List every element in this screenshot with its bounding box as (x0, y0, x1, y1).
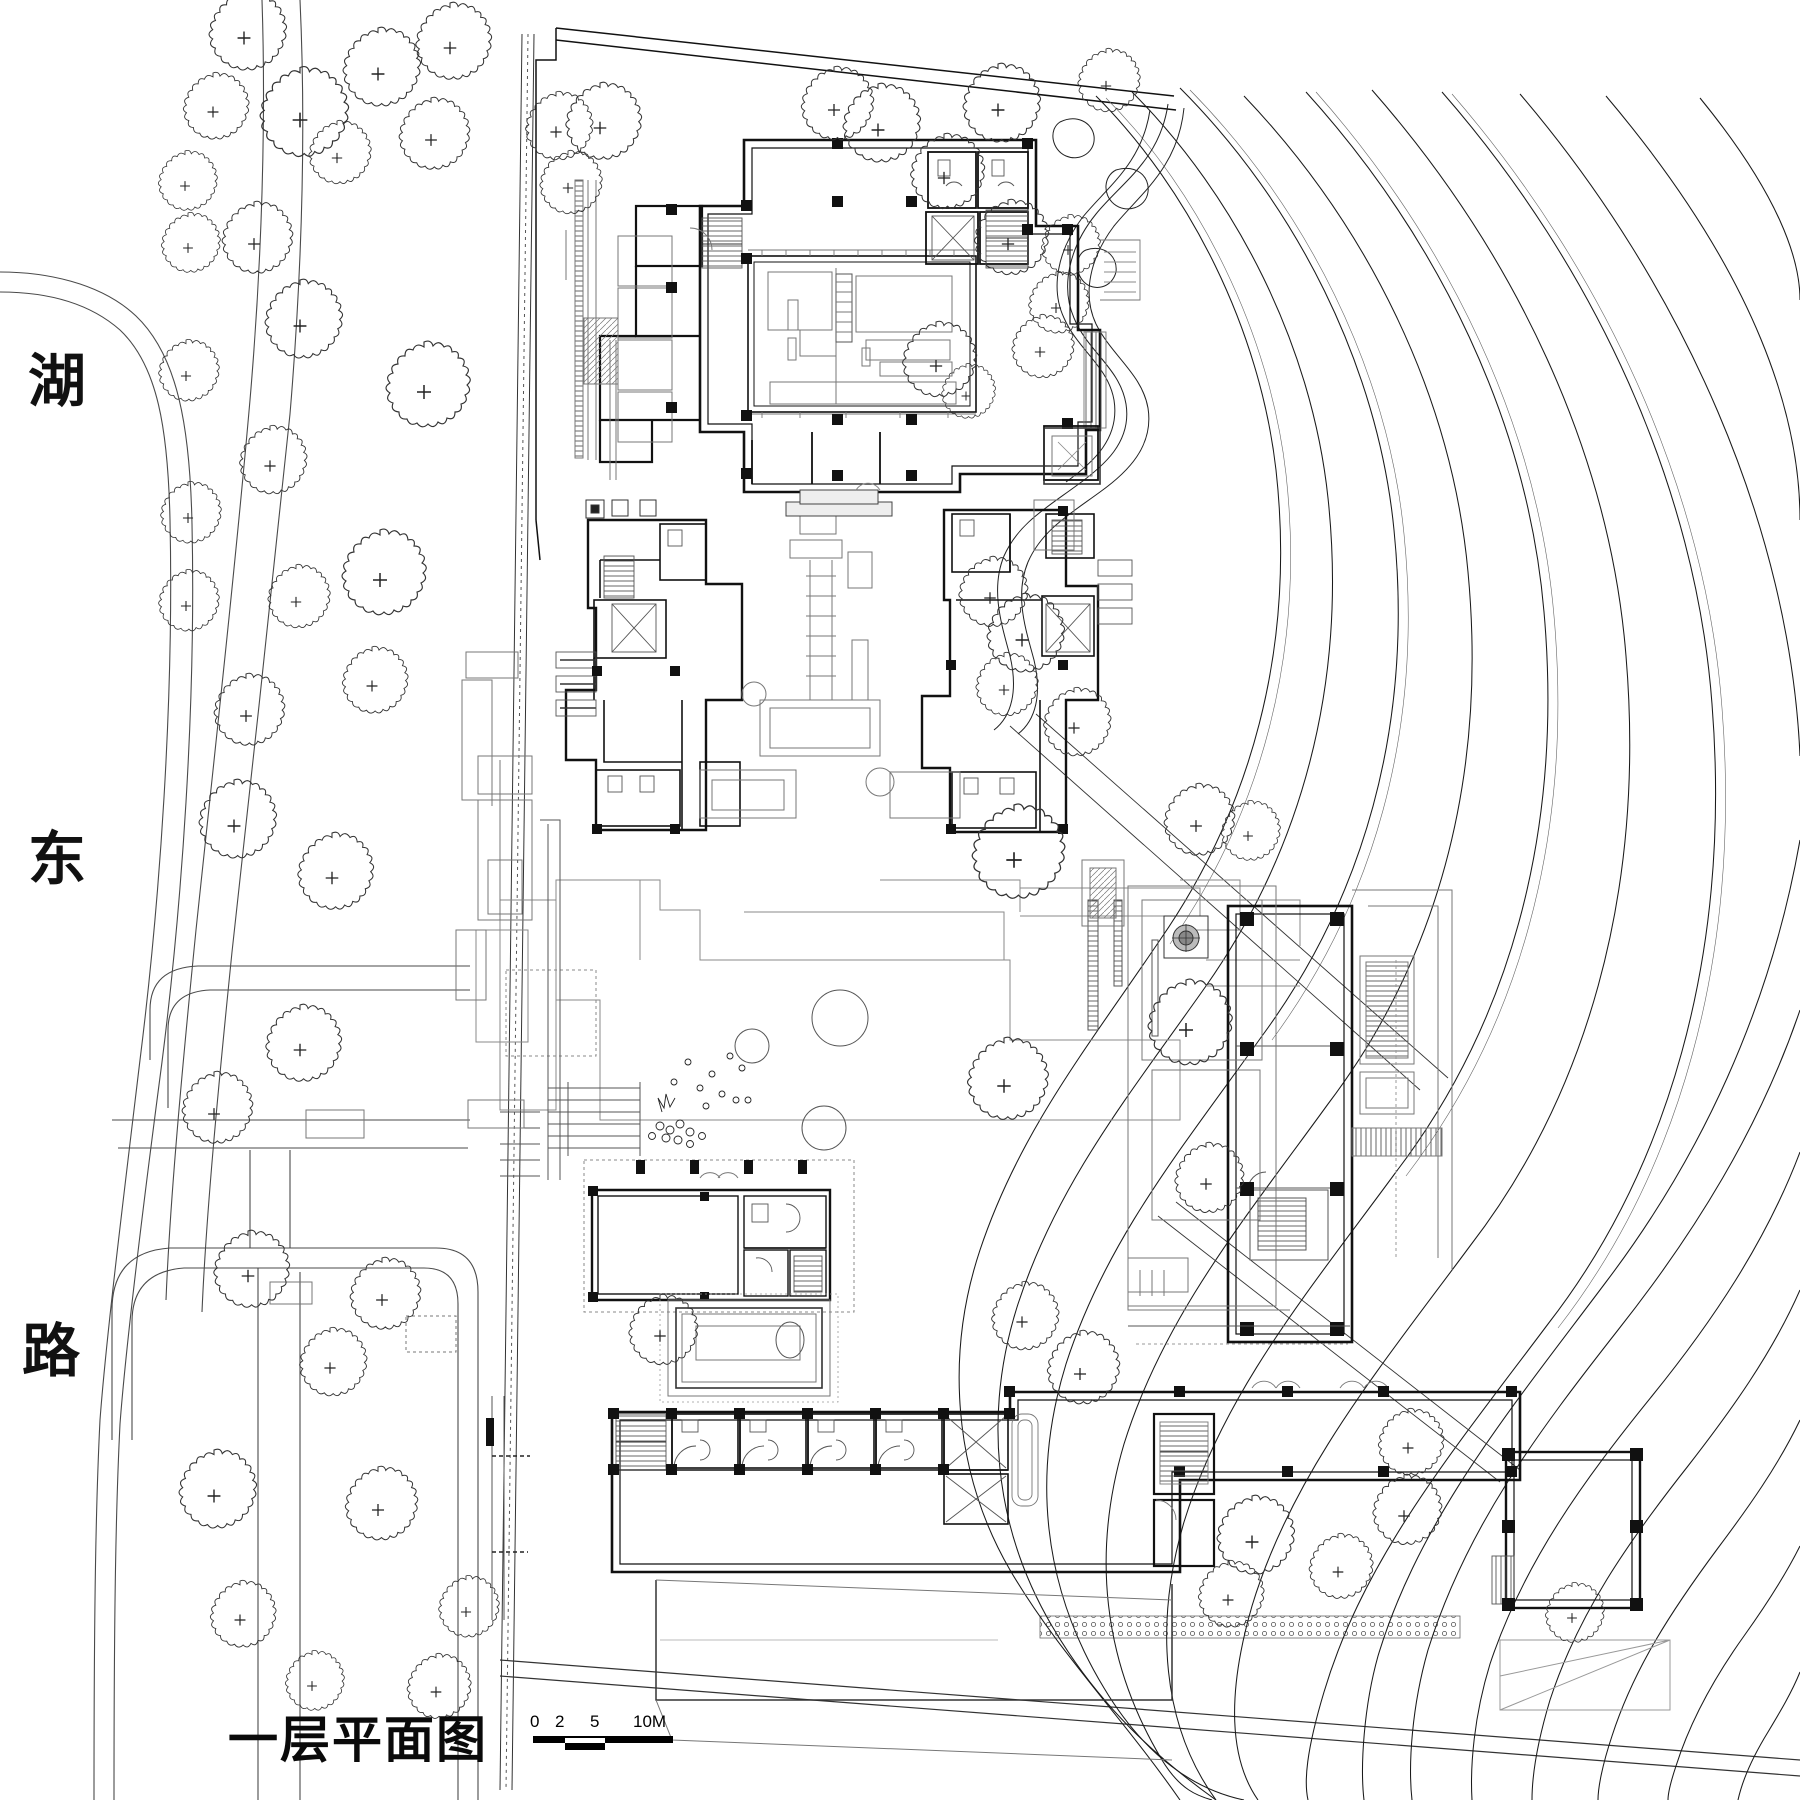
structural-columns (666, 138, 1073, 481)
scale-rule-line (565, 1736, 605, 1738)
scale-segment-0-2 (533, 1736, 565, 1743)
trees (157, 0, 1605, 1719)
west-pavilion (583, 1159, 855, 1313)
road-label-lu: 路 (22, 1317, 81, 1385)
scale-tick-2: 2 (555, 1712, 565, 1731)
mid-courtyard-wing (555, 482, 1133, 834)
hudong-road (0, 0, 304, 1800)
northeast-court (1033, 499, 1125, 927)
west-service-strip (269, 651, 533, 1353)
property-boundary (535, 27, 1177, 561)
scale-segment-2-5 (565, 1743, 605, 1750)
scale-tick-5: 5 (590, 1712, 600, 1731)
page-title: 一层平面图 (228, 1711, 488, 1769)
southeast-service-core (1152, 1412, 1216, 1568)
northeast-pavilion (1043, 427, 1101, 485)
south-parcel-road (111, 965, 479, 1800)
site-walls (486, 819, 1350, 1620)
south-planting-strip (1039, 1615, 1461, 1639)
swimming-pool (659, 1293, 839, 1403)
scale-bar: 0 2 5 10M (530, 1712, 690, 1762)
scale-tick-0: 0 (530, 1712, 540, 1731)
hillside-contours-secondary (1105, 89, 1726, 1329)
south-guest-wing (608, 1380, 1522, 1574)
hillside-contours (958, 87, 1800, 1800)
north-main-hall (565, 138, 1141, 494)
east-walled-garden (1087, 885, 1453, 1311)
south-boundary (499, 1659, 1800, 1777)
road-label-dong: 东 (28, 825, 87, 893)
scale-tick-10m: 10M (633, 1712, 667, 1731)
south-east-annex (1491, 1448, 1671, 1711)
scale-segment-5-10 (605, 1736, 673, 1743)
road-label-hu: 湖 (28, 347, 87, 415)
